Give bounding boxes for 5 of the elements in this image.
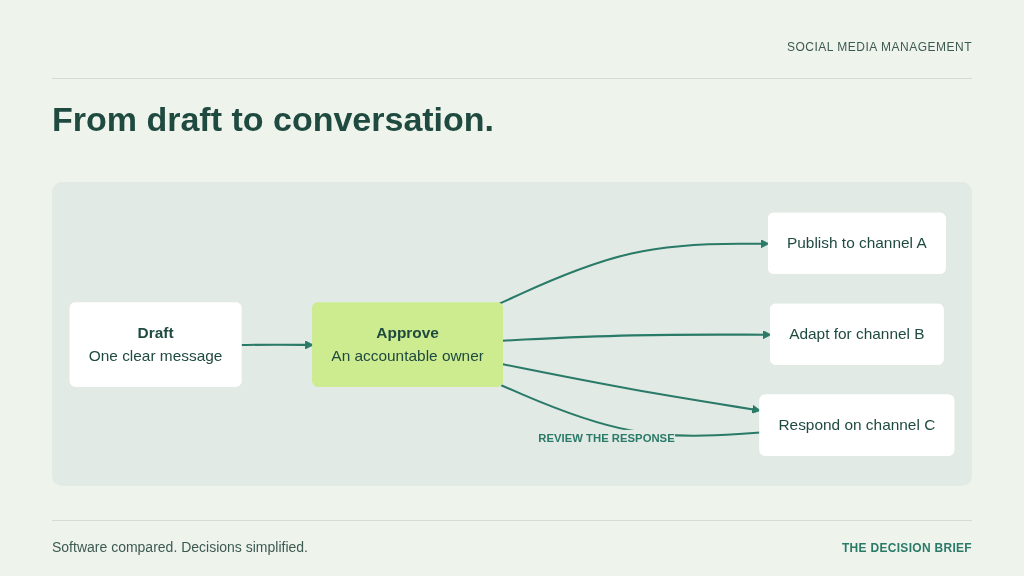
footer-tagline: Software compared. Decisions simplified. xyxy=(52,539,308,555)
title: From draft to conversation. xyxy=(52,100,495,139)
panel-background: REVIEW THE RESPONSE Draft One clear message Approve An accountable owner Publish to channel A Adapt for channel B Respond on channel C xyxy=(52,182,972,486)
footer-label: THE DECISION BRIEF xyxy=(841,541,972,555)
category-label: SOCIAL MEDIA MANAGEMENT xyxy=(786,40,972,54)
